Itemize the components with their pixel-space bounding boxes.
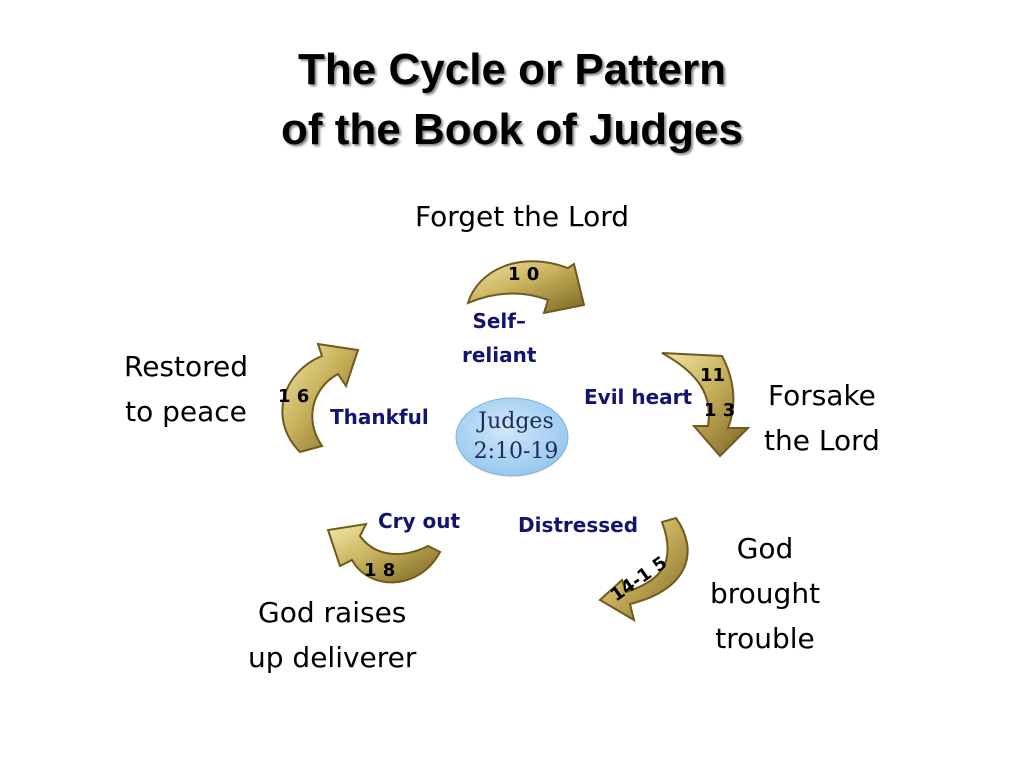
arrow-forsake: 11 1 3 (661, 352, 751, 458)
stage-forget-the-lord: Forget the Lord (415, 194, 629, 239)
stage-trouble-line-3: trouble (715, 622, 815, 655)
arrow-forsake-number-bottom: 1 3 (704, 400, 735, 421)
state-self-reliant-line-2: reliant (462, 343, 537, 367)
stage-god-raises-deliverer: God raises up deliverer (248, 590, 416, 680)
stage-deliverer-line-2: up deliverer (248, 641, 417, 674)
stage-forsake-line-1: Forsake (767, 379, 876, 412)
state-distressed: Distressed (518, 513, 639, 537)
state-evil-heart: Evil heart (584, 385, 693, 409)
arrow-forget: 1 0 (466, 260, 586, 315)
stage-forsake-the-lord: Forsake the Lord (764, 373, 880, 463)
arrow-forsake-number-top: 11 (700, 365, 725, 386)
stage-forsake-line-2: the Lord (764, 424, 880, 457)
state-self-reliant: Self– reliant (462, 304, 536, 372)
slide-title: The Cycle or Pattern of the Book of Judg… (0, 40, 1024, 160)
state-cry-out: Cry out (378, 509, 461, 533)
arrow-deliverer-number: 1 8 (364, 560, 395, 581)
arrow-restored: 1 6 (278, 342, 360, 454)
stage-deliverer-line-1: God raises (258, 596, 407, 629)
stage-restored-line-2: to peace (125, 395, 247, 428)
stage-forget-line-1: Forget the Lord (415, 200, 630, 233)
center-line-2: 2:10-19 (474, 439, 559, 464)
title-line-2: of the Book of Judges (281, 105, 743, 154)
arrow-deliverer: 1 8 (326, 522, 442, 584)
center-line-1: Judges (476, 409, 553, 434)
title-line-1: The Cycle or Pattern (298, 45, 726, 94)
state-thankful: Thankful (330, 405, 429, 429)
center-reference: Judges 2:10-19 (455, 397, 569, 477)
stage-restored-to-peace: Restored to peace (124, 344, 248, 434)
stage-god-brought-trouble: God brought trouble (710, 526, 820, 661)
arrow-restored-number: 1 6 (278, 386, 309, 407)
stage-trouble-line-1: God (736, 532, 794, 565)
arrow-forget-number: 1 0 (508, 264, 539, 285)
stage-trouble-line-2: brought (710, 577, 821, 610)
state-self-reliant-line-1: Self– (472, 309, 526, 333)
stage-restored-line-1: Restored (124, 350, 249, 383)
